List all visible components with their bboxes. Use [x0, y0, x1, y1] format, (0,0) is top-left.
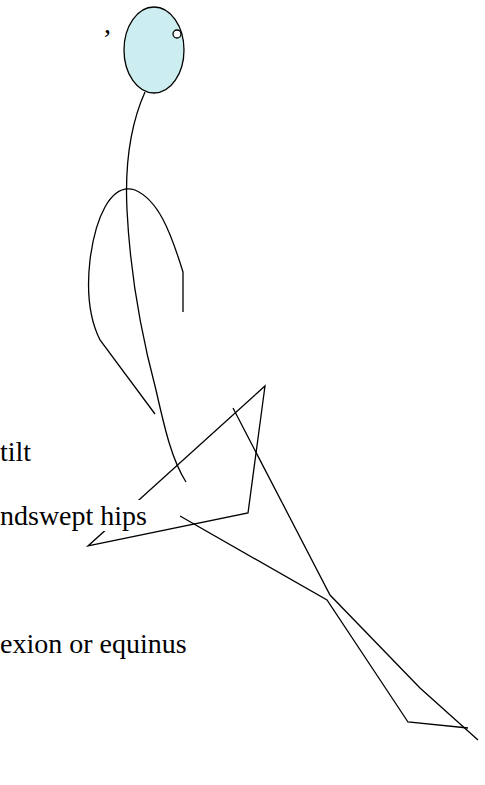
- arm: [88, 189, 183, 414]
- annotation-text: ,: [102, 8, 113, 39]
- leg-upper-line: [233, 408, 478, 740]
- spine: [126, 92, 186, 482]
- label-holder: ,: [102, 8, 113, 40]
- annotation-text: tilt: [0, 436, 33, 467]
- head: [124, 7, 184, 93]
- label-holder: ndswept hips: [0, 500, 149, 532]
- leg-lower-line: [180, 516, 468, 728]
- annotation-text: exion or equinus: [0, 628, 189, 659]
- label-holder: exion or equinus: [0, 628, 189, 660]
- annotation-text: ndswept hips: [0, 500, 149, 531]
- ear: [173, 30, 181, 38]
- label-holder: tilt: [0, 436, 33, 468]
